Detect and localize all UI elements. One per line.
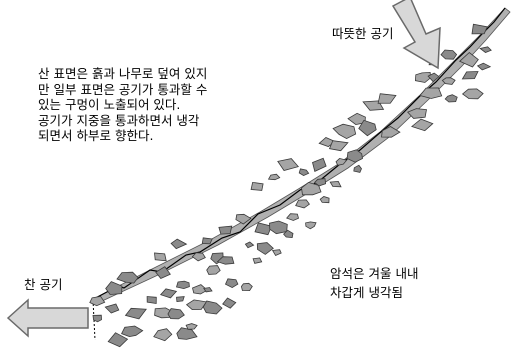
- rock-shape: [305, 221, 317, 230]
- rock-shape: [319, 196, 330, 204]
- rock-shape: [444, 94, 458, 103]
- rock-shape: [277, 158, 300, 171]
- rock-shape: [335, 157, 348, 166]
- rock-shape: [191, 252, 206, 262]
- rock-shape: [479, 46, 492, 53]
- description-line: 공기가 지중을 통과하면서 냉각: [38, 112, 200, 128]
- rock-shape: [441, 77, 456, 85]
- rock-shape: [267, 173, 281, 181]
- rock-shape: [427, 72, 440, 83]
- rock-shape: [124, 307, 147, 320]
- rock-shape: [185, 323, 198, 330]
- rock-shape: [461, 71, 479, 80]
- rock-shape: [419, 87, 443, 99]
- rock-shape: [206, 265, 221, 275]
- rock-shape: [222, 297, 237, 309]
- rock-shape: [329, 180, 342, 188]
- rock-shape: [353, 164, 362, 173]
- rock-shape: [121, 325, 144, 338]
- rock-shape: [202, 300, 223, 315]
- rock-note-line: 암석은 겨울 내내: [330, 266, 419, 281]
- rock-shape: [146, 296, 157, 304]
- rock-shape: [298, 168, 310, 177]
- rock-shape: [107, 332, 129, 348]
- rock-shape: [271, 249, 282, 257]
- rock-shape: [254, 222, 273, 236]
- rock-shape: [105, 281, 123, 295]
- rock-shape: [295, 199, 310, 209]
- rock-shape: [235, 213, 252, 225]
- rock-shape: [358, 119, 377, 137]
- arrow-left-icon: [6, 298, 89, 338]
- slope-surface: [94, 7, 511, 303]
- rock-shape: [377, 93, 397, 104]
- rock-shape: [176, 296, 185, 302]
- rock-shape: [328, 140, 349, 152]
- rock-shape: [218, 225, 233, 235]
- rock-shape: [155, 266, 171, 279]
- rock-shape: [407, 108, 427, 119]
- rock-shape: [332, 123, 357, 140]
- rock-shape: [414, 71, 431, 83]
- description-line: 만 일부 표면은 공기가 통과할 수: [38, 81, 208, 97]
- rock-shape: [476, 62, 492, 71]
- rock-shape: [381, 126, 401, 138]
- rock-note-line: 차갑게 냉각됨: [330, 285, 403, 300]
- description-line: 되면서 하부로 향한다.: [38, 128, 154, 143]
- rock-shape: [201, 237, 213, 245]
- rock-shape: [153, 328, 173, 342]
- rock-shape: [224, 278, 239, 289]
- rock-field: [89, 23, 492, 348]
- rock-shape: [159, 288, 178, 299]
- rock-shape: [89, 295, 106, 307]
- rock-shape: [104, 303, 120, 314]
- rock-shape: [283, 229, 294, 239]
- description-line: 산 표면은 흙과 나무로 덮여 있지: [38, 66, 208, 81]
- rock-shape: [244, 241, 255, 249]
- arrow-down-left-icon: [391, 0, 441, 70]
- rock-shape: [440, 49, 458, 60]
- warm-air-arrow: [391, 0, 441, 70]
- rock-shape: [286, 213, 299, 221]
- rock-shape: [252, 257, 263, 264]
- rock-shape: [167, 308, 185, 320]
- rock-shape: [216, 256, 235, 265]
- rock-shape: [269, 220, 288, 235]
- rock-shape: [313, 178, 327, 187]
- rock-shape: [346, 149, 363, 163]
- rock-shape: [92, 314, 102, 323]
- cold-air-label: 찬 공기: [24, 277, 63, 292]
- rock-shape: [240, 282, 253, 292]
- rock-shape: [471, 23, 488, 35]
- rock-note: 암석은 겨울 내내 차갑게 냉각됨: [330, 264, 418, 302]
- slope-description: 산 표면은 흙과 나무로 덮여 있지 만 일부 표면은 공기가 통과할 수 있는…: [38, 66, 207, 144]
- rock-shape: [458, 51, 479, 68]
- rock-shape: [410, 118, 434, 132]
- rock-shape: [347, 112, 366, 126]
- cold-air-arrow: [6, 298, 89, 338]
- rock-shape: [461, 88, 484, 100]
- rock-shape: [256, 242, 274, 255]
- rock-shape: [170, 238, 188, 250]
- rock-shape: [176, 327, 198, 340]
- warm-air-label: 따뜻한 공기: [332, 26, 394, 41]
- description-line: 있는 구멍이 노출되어 있다.: [38, 97, 181, 112]
- rock-shape: [250, 181, 264, 191]
- rock-shape: [154, 252, 167, 262]
- rock-shape: [203, 287, 213, 293]
- rock-shape: [312, 157, 327, 172]
- rock-shape: [116, 271, 139, 284]
- rock-shape: [175, 280, 190, 290]
